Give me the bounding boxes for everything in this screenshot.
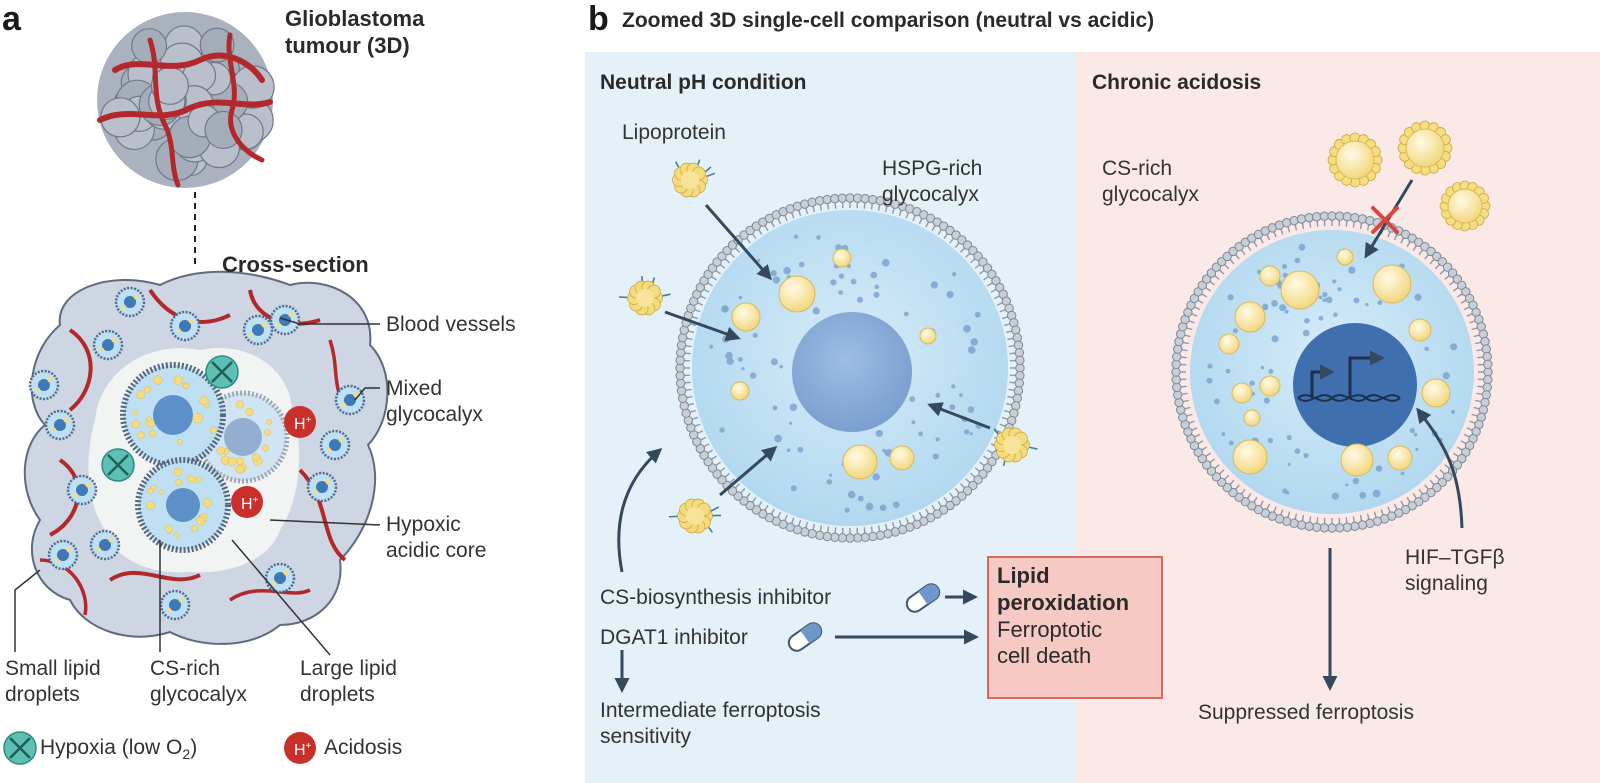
label-large-line2: droplets [300,682,375,706]
label-blood-vessels: Blood vessels [386,313,516,336]
label-small-line2: droplets [5,682,80,706]
neutral-title: Neutral pH condition [600,71,807,94]
panel-a-letter: a [2,0,22,38]
panel-a-leader-lines [14,317,381,656]
legend-hypoxia-text: Hypoxia (low O [40,736,183,759]
cell-membrane [1171,211,1493,533]
lipoprotein-icon [993,427,1038,467]
label-mixed-glycocalyx: Mixed glycocalyx [386,376,483,427]
label-hif-line2: signaling [1405,571,1488,595]
label-hypoxic-line2: acidic core [386,538,487,562]
acidosis-cell [1171,211,1493,533]
neutral-arrows [614,204,991,693]
acid-badge-label: H+ [294,415,312,433]
neutral-nucleus [792,312,912,432]
lipoprotein-icon [618,276,671,316]
blocked-uptake-icon [1371,206,1399,234]
label-large-droplets: Large lipid droplets [300,656,397,707]
small-cell-icon [264,562,296,594]
panel-b-letter: b [588,0,609,38]
label-intermediate-line1: Intermediate ferroptosis [600,699,821,722]
legend-hypoxia-sub: 2 [182,746,191,763]
lipoprotein-icon [1327,132,1383,188]
small-cell-icon [66,474,98,506]
small-cell-icon [319,429,351,461]
acidosis-icon [231,486,263,518]
dgat1-inhibitor-pill-icon [787,622,823,652]
small-cell-icon [47,539,79,571]
tumour-title-line2: tumour (3D) [285,32,410,58]
label-suppressed-ferroptosis: Suppressed ferroptosis [1198,701,1414,724]
label-cs-a-line1: CS-rich [150,657,221,680]
lipoprotein-icon [672,159,716,198]
lipid-line2: peroxidation [997,589,1130,615]
label-hif-line1: HIF–TGFβ [1405,546,1505,569]
label-hif-signaling: HIF–TGFβ signaling [1405,545,1505,596]
small-cell-icon [114,286,146,318]
legend-acid-badge-label: H+ [294,741,312,759]
small-cell-icon [44,409,76,441]
small-cell-icon [28,369,60,401]
small-cell-icon [169,310,201,342]
acid-badge-label: H+ [241,495,259,513]
legend-acidosis-label: Acidosis [324,736,403,759]
label-cs-inhibitor: CS-biosynthesis inhibitor [600,586,832,609]
ferro-line1: Ferroptotic [997,616,1103,642]
label-lipoprotein: Lipoprotein [622,121,726,144]
acidosis-icon [284,406,316,438]
label-dgat1-inhibitor: DGAT1 inhibitor [600,626,748,649]
label-mixed-line1: Mixed [386,377,443,400]
lipoprotein-icon [1439,180,1491,232]
label-hypoxic-core: Hypoxic acidic core [386,512,486,563]
tumour-cross-section [23,270,389,645]
small-cell-icon [306,471,338,503]
lipid-peroxidation-text: Lipid peroxidation Ferroptotic cell deat… [997,563,1129,670]
legend-hypoxia-label: Hypoxia (low O2) [40,735,197,763]
label-cs-b-line2: glycocalyx [1102,182,1199,206]
label-hspg-line1: HSPG-rich [882,157,983,180]
label-cs-a-line2: glycocalyx [150,682,247,706]
cross-section-title: Cross-section [222,252,369,277]
lipid-line1: Lipid [997,563,1050,588]
label-cs-glycocalyx-a: CS-rich glycocalyx [150,656,247,707]
ferro-line2: cell death [997,643,1092,669]
acidosis-nucleus [1293,323,1417,447]
legend-hypoxia-close: ) [190,736,198,759]
small-cell-icon [92,329,124,361]
label-hspg-line2: glycocalyx [882,182,979,206]
label-small-droplets: Small lipid droplets [5,656,101,707]
hypoxia-icon [205,355,239,389]
acidosis-lipoproteins [1327,120,1491,232]
legend-hypoxia-icon [3,731,37,765]
label-large-line1: Large lipid [300,657,397,680]
tumour-title-line1: Glioblastoma [285,6,425,31]
lipid-peroxidation-box [987,556,1163,699]
acidosis-title: Chronic acidosis [1092,71,1262,94]
hypoxia-icon [101,448,135,482]
tumour-title: Glioblastoma tumour (3D) [285,6,424,60]
small-cell-icon [242,314,274,346]
legend-acidosis-icon [284,732,316,764]
label-mixed-line2: glycocalyx [386,402,483,426]
panel-b-title: Zoomed 3D single-cell comparison (neutra… [622,9,1155,32]
small-cell-icon [334,384,366,416]
label-hypoxic-line1: Hypoxic [386,513,461,536]
label-hspg-glycocalyx: HSPG-rich glycocalyx [882,156,982,207]
label-cs-b-line1: CS-rich [1102,157,1173,180]
cs-inhibitor-pill-icon [905,583,941,613]
label-cs-glycocalyx-b: CS-rich glycocalyx [1102,156,1199,207]
label-intermediate-sensitivity: Intermediate ferroptosis sensitivity [600,698,821,749]
small-cell-icon [159,589,191,621]
lipoprotein-icon [668,498,722,534]
label-intermediate-line2: sensitivity [600,724,692,748]
neutral-lipoproteins [618,159,1038,534]
lipoprotein-icon [1397,120,1453,176]
glioblastoma-tumour-3d [97,12,275,188]
label-small-line1: Small lipid [5,657,101,680]
small-cell-icon [89,529,121,561]
cell-membrane [675,193,1025,543]
